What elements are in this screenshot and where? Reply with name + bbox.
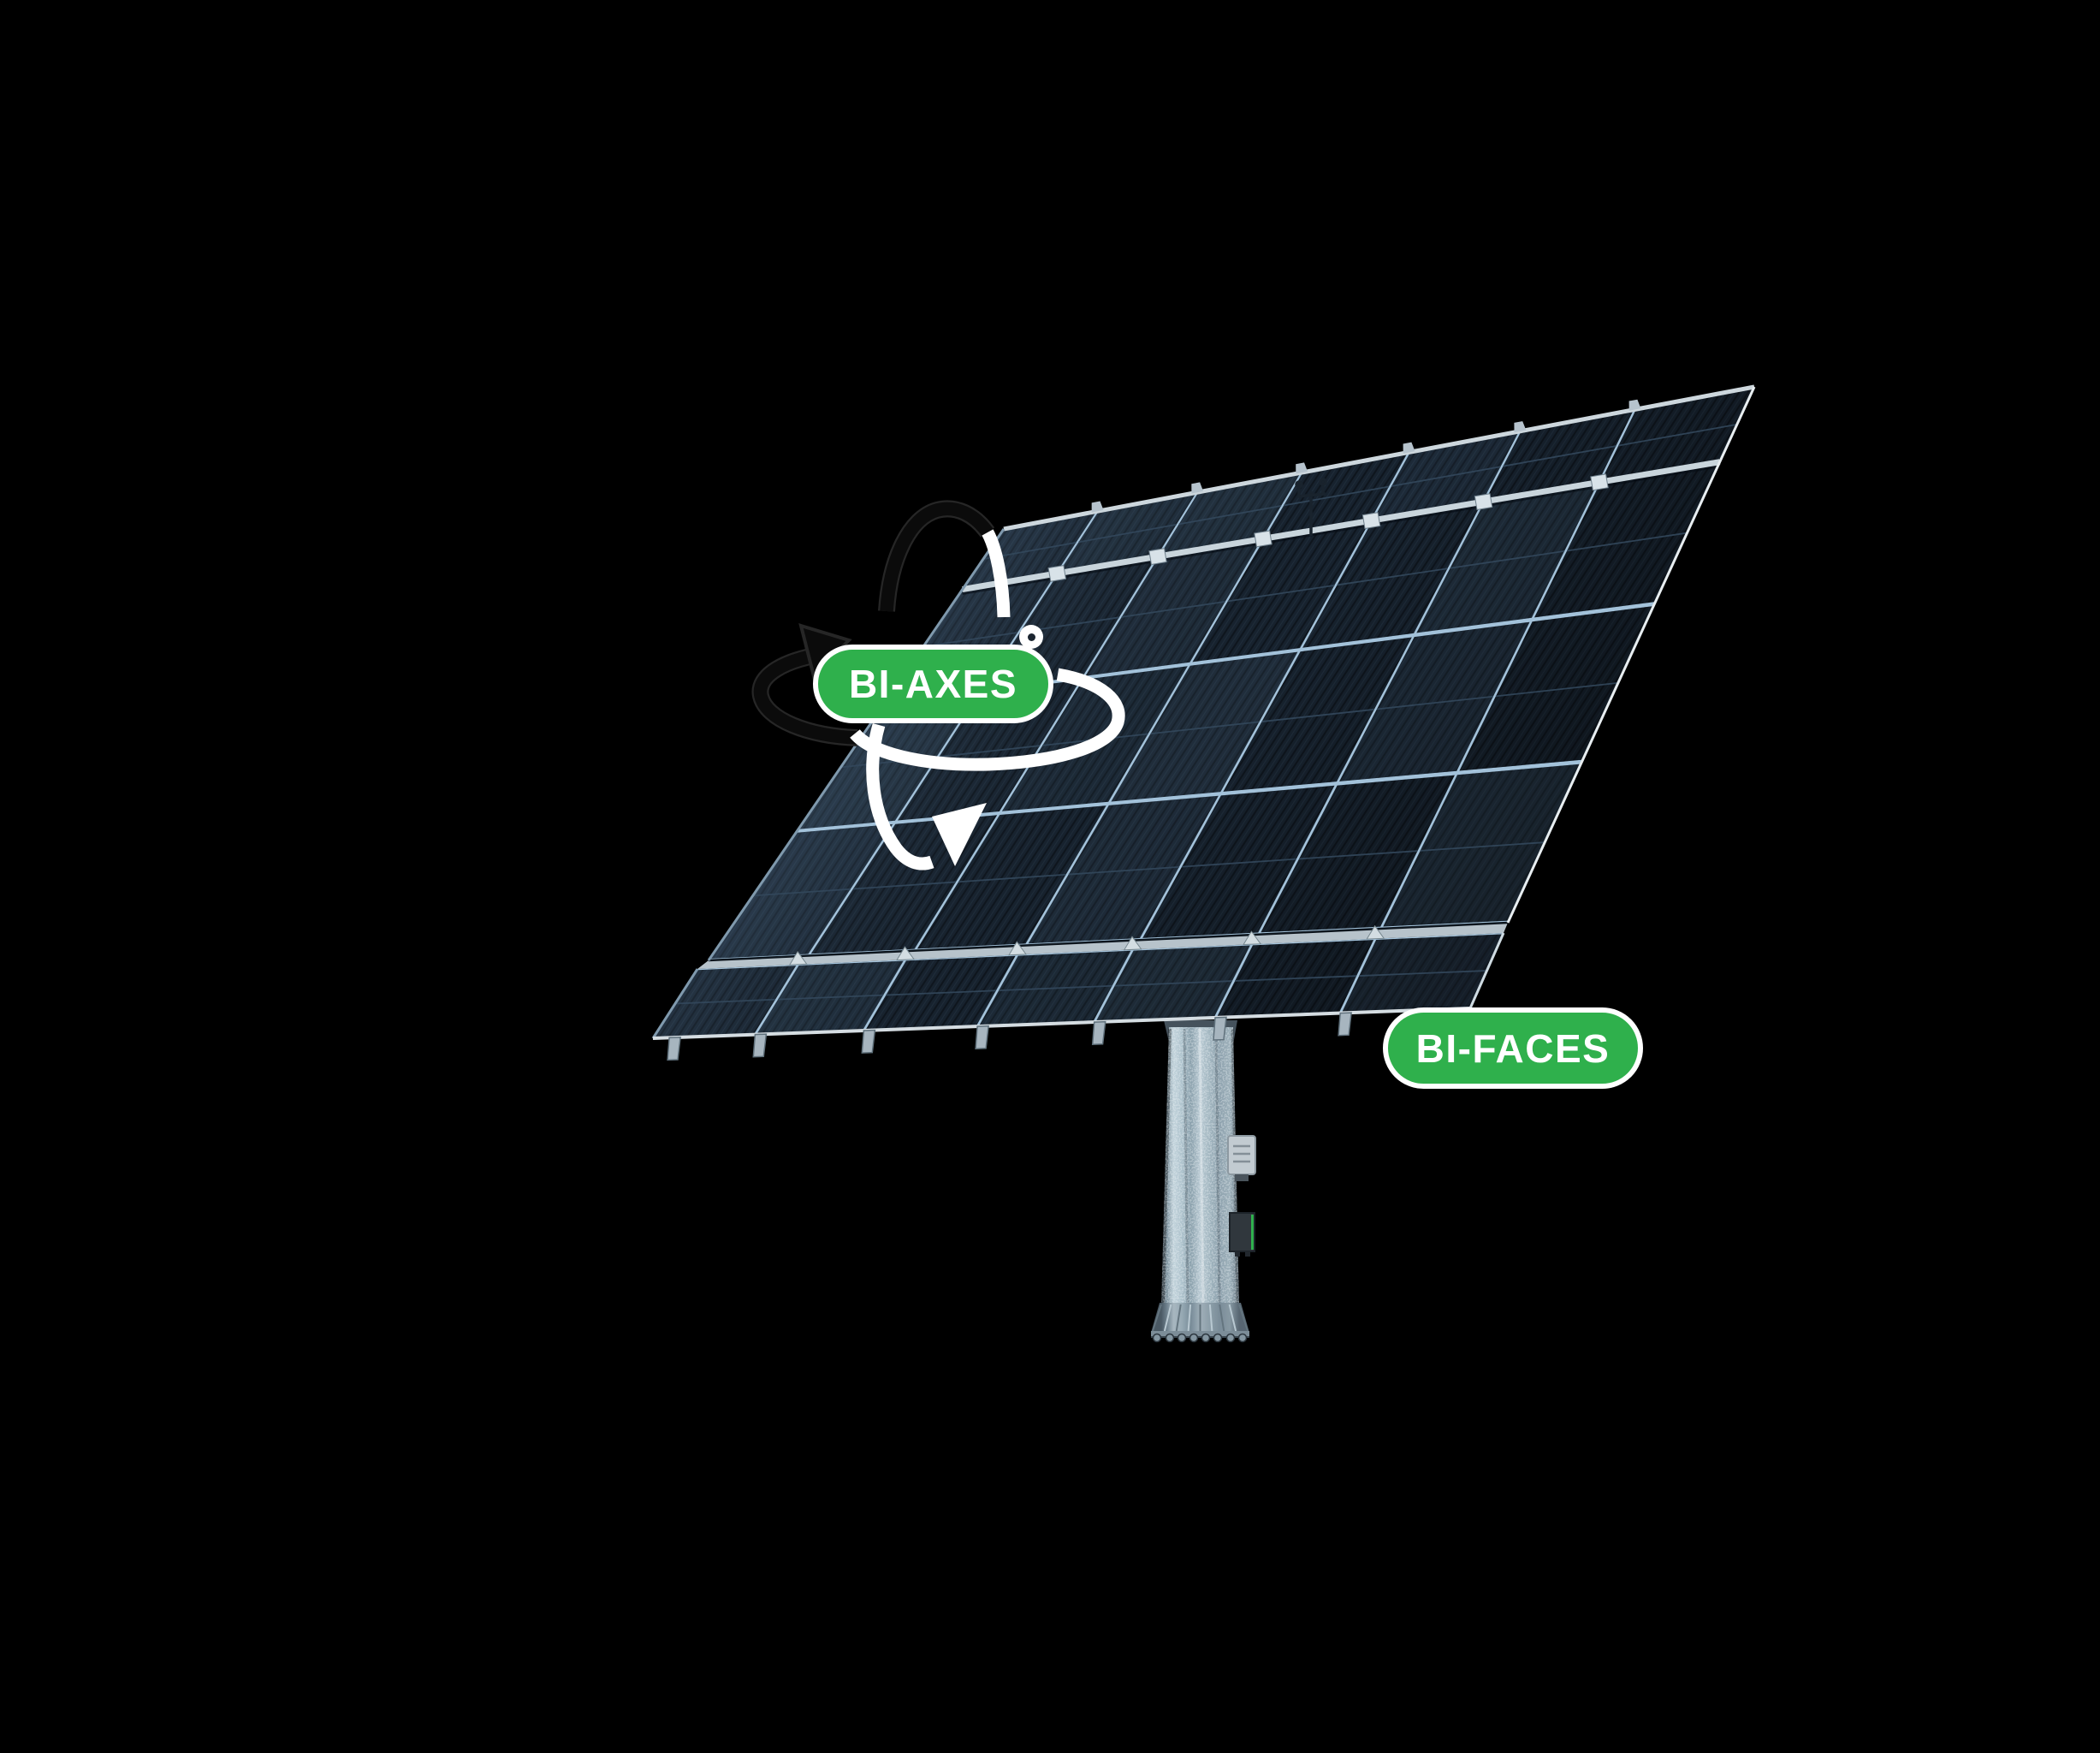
solar-panel-array [651,384,1756,1061]
mounting-pole [1151,1020,1256,1343]
bi-axes-badge: BI-AXES [813,645,1053,723]
rotation-pivot-inner-dot [1027,633,1035,641]
controller-box [1227,1135,1256,1175]
anemometer-mast-icon [1295,478,1327,536]
junction-box [1229,1212,1255,1252]
bi-faces-badge: BI-FACES [1383,1007,1643,1089]
rotation-pivot-icon [1019,625,1043,649]
bi-axes-badge-label: BI-AXES [848,662,1018,706]
bi-faces-badge-label: BI-FACES [1415,1025,1611,1071]
